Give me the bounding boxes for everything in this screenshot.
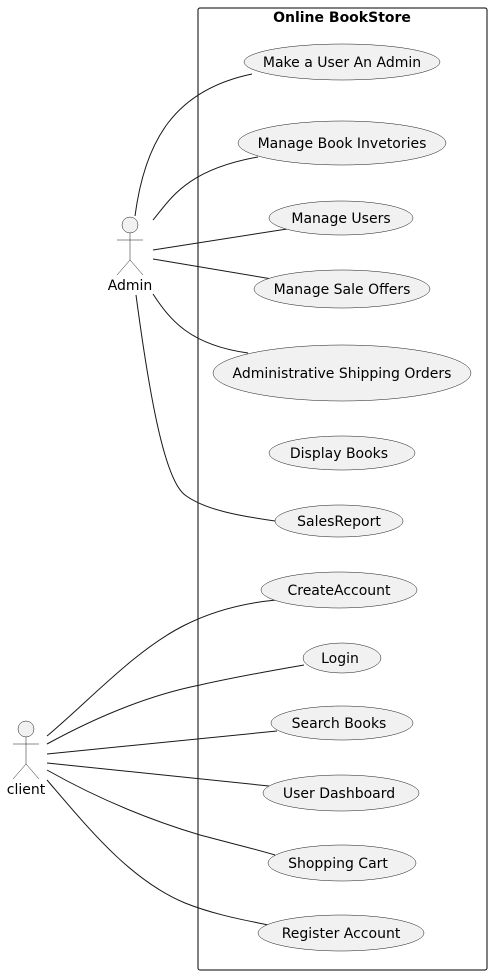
edge-client-user-dashboard	[46, 762, 270, 787]
client-associations	[46, 599, 305, 926]
admin-left-leg	[116, 259, 131, 276]
client-right-leg	[25, 763, 40, 780]
client-label: client	[7, 782, 46, 798]
use-case-label: Make a User An Admin	[263, 55, 421, 71]
use-case-shape	[237, 120, 447, 166]
edge-client-login	[46, 664, 305, 745]
use-case-label: Administrative Shipping Orders	[233, 366, 452, 382]
use-case-shape	[260, 571, 418, 609]
use-case-manage-inventories: Manage Book Invetories	[237, 120, 447, 166]
edge-admin-sales-report	[135, 294, 276, 522]
client-head	[17, 720, 35, 738]
edge-client-search-books	[46, 730, 278, 755]
use-case-shape	[267, 844, 417, 882]
use-case-admin-shipping: Administrative Shipping Orders	[212, 344, 472, 402]
use-case-shape	[262, 774, 420, 812]
use-case-label: SalesReport	[297, 514, 381, 530]
use-case-label: Shopping Cart	[288, 856, 388, 872]
edge-admin-make-admin	[134, 73, 253, 217]
use-case-make-admin: Make a User An Admin	[243, 43, 441, 81]
use-case-shape	[212, 344, 472, 402]
use-case-shape	[268, 435, 416, 471]
use-case-display-books: Display Books	[268, 435, 416, 471]
use-case-shape	[302, 642, 382, 674]
use-case-label: User Dashboard	[283, 786, 395, 802]
use-case-user-dashboard: User Dashboard	[262, 774, 420, 812]
use-case-search-books: Search Books	[270, 705, 414, 741]
use-case-label: Login	[321, 651, 359, 667]
system-boundary: Online BookStore	[197, 7, 488, 971]
actor-admin: Admin	[108, 216, 153, 294]
use-case-create-account: CreateAccount	[260, 571, 418, 609]
use-case-shape	[253, 269, 431, 309]
edge-admin-manage-sale-offers	[152, 258, 273, 280]
use-case-label: Manage Book Invetories	[258, 136, 427, 152]
client-left-leg	[12, 763, 27, 780]
use-case-label: Manage Users	[291, 211, 390, 227]
edge-admin-manage-inventories	[152, 156, 259, 221]
edge-admin-admin-shipping	[152, 293, 249, 354]
use-case-shape	[243, 43, 441, 81]
edge-client-create-account	[46, 599, 277, 737]
edge-client-register-account	[46, 779, 269, 926]
actor-client: client	[7, 720, 46, 798]
use-case-shopping-cart: Shopping Cart	[267, 844, 417, 882]
use-case-sales-report: SalesReport	[274, 504, 404, 538]
use-case-shape	[274, 504, 404, 538]
admin-label: Admin	[108, 278, 153, 294]
use-case-manage-users: Manage Users	[268, 200, 414, 236]
edge-client-shopping-cart	[46, 769, 276, 856]
use-case-login: Login	[302, 642, 382, 674]
edge-admin-manage-users	[152, 228, 288, 251]
use-case-manage-sale-offers: Manage Sale Offers	[253, 269, 431, 309]
admin-head	[121, 216, 139, 234]
use-case-shape	[257, 914, 425, 952]
admin-associations	[134, 73, 288, 522]
system-boundary-frame	[197, 7, 488, 971]
use-case-shape	[270, 705, 414, 741]
use-case-shape	[268, 200, 414, 236]
use-case-label: Manage Sale Offers	[274, 282, 411, 298]
use-case-register-account: Register Account	[257, 914, 425, 952]
use-case-label: CreateAccount	[287, 583, 391, 599]
system-title: Online BookStore	[273, 10, 411, 26]
use-case-label: Display Books	[290, 446, 388, 462]
admin-right-leg	[129, 259, 144, 276]
use-case-label: Register Account	[282, 926, 401, 942]
use-case-label: Search Books	[292, 716, 387, 732]
